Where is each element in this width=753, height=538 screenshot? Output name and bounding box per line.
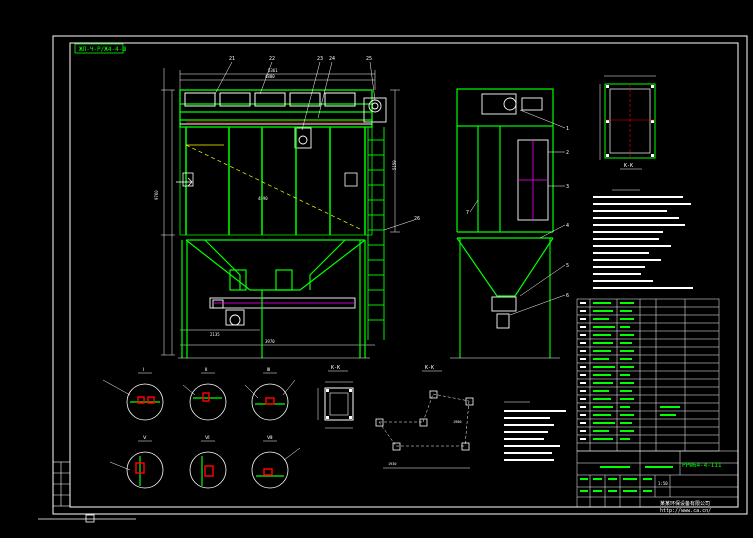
svg-text:5150: 5150 [392,160,397,170]
detail-label-3: Ⅲ [267,367,270,373]
gas-flow-line [185,144,363,231]
view-label-top-right: К-К [624,163,633,169]
detail-label-5: Ⅵ [205,435,210,441]
side-callout-4: 4 [566,223,569,229]
parts-list-text [593,302,680,440]
detail-label-2: Ⅱ [205,367,207,373]
section-view-a: К-К [317,365,354,429]
detail-label-1: Ⅰ [143,367,144,373]
frame-tag-box [74,43,124,54]
svg-text:1980: 1980 [453,420,461,424]
front-callout-26: 26 [414,216,420,222]
svg-text:4890: 4890 [258,196,268,201]
side-view: 1 2 3 4 5 6 7 [450,88,569,359]
title-block [576,450,739,508]
parts-list [576,298,720,452]
watermark: http://www.ca.cn/ [660,508,711,514]
section-view-b: К-К 1930 1980 [375,365,474,469]
side-callout-2: 2 [566,150,569,156]
svg-text:3970: 3970 [265,339,275,344]
side-callout-6: 6 [566,293,569,299]
front-callout-22: 22 [269,56,275,62]
view-label-section-b: К-К [425,365,434,371]
side-callout-5: 5 [566,263,569,269]
specifications-note [504,401,566,461]
svg-text:9760: 9760 [154,190,159,200]
section-view-top-right: К-К [599,75,656,170]
technical-notes [593,189,693,289]
svg-text:4880: 4880 [265,74,275,79]
side-callout-3: 3 [566,184,569,190]
drawing-scale: 1:50 [658,481,668,486]
detail-label-4: Ⅴ [143,435,147,441]
outer-border [52,35,748,515]
front-callout-25: 25 [366,56,372,62]
front-callout-23: 23 [317,56,323,62]
detail-views: Ⅰ Ⅱ Ⅲ Ⅴ Ⅵ Ⅶ [102,367,301,489]
svg-text:1930: 1930 [388,462,396,466]
side-callout-1: 1 [566,126,569,132]
left-revision-box [52,461,71,507]
svg-text:2135: 2135 [210,332,220,337]
front-callout-24: 24 [329,56,335,62]
svg-text:5361: 5361 [268,68,278,73]
inner-border [69,42,739,508]
company-name: 某某环保设备有限公司 [660,500,710,507]
view-label-section-a: К-К [331,365,340,371]
frame-tag: ЖЛ-Ч-Р/Ж4-4-Ш [79,46,126,53]
front-callout-21: 21 [229,56,235,62]
detail-label-6: Ⅶ [267,435,273,441]
side-callout-7: 7 [466,210,469,216]
front-view: 5361 4880 9760 5150 3970 2135 4890 [154,56,420,359]
scale-bar [38,514,136,523]
drawing-number: PPW64-4-III [682,462,722,469]
